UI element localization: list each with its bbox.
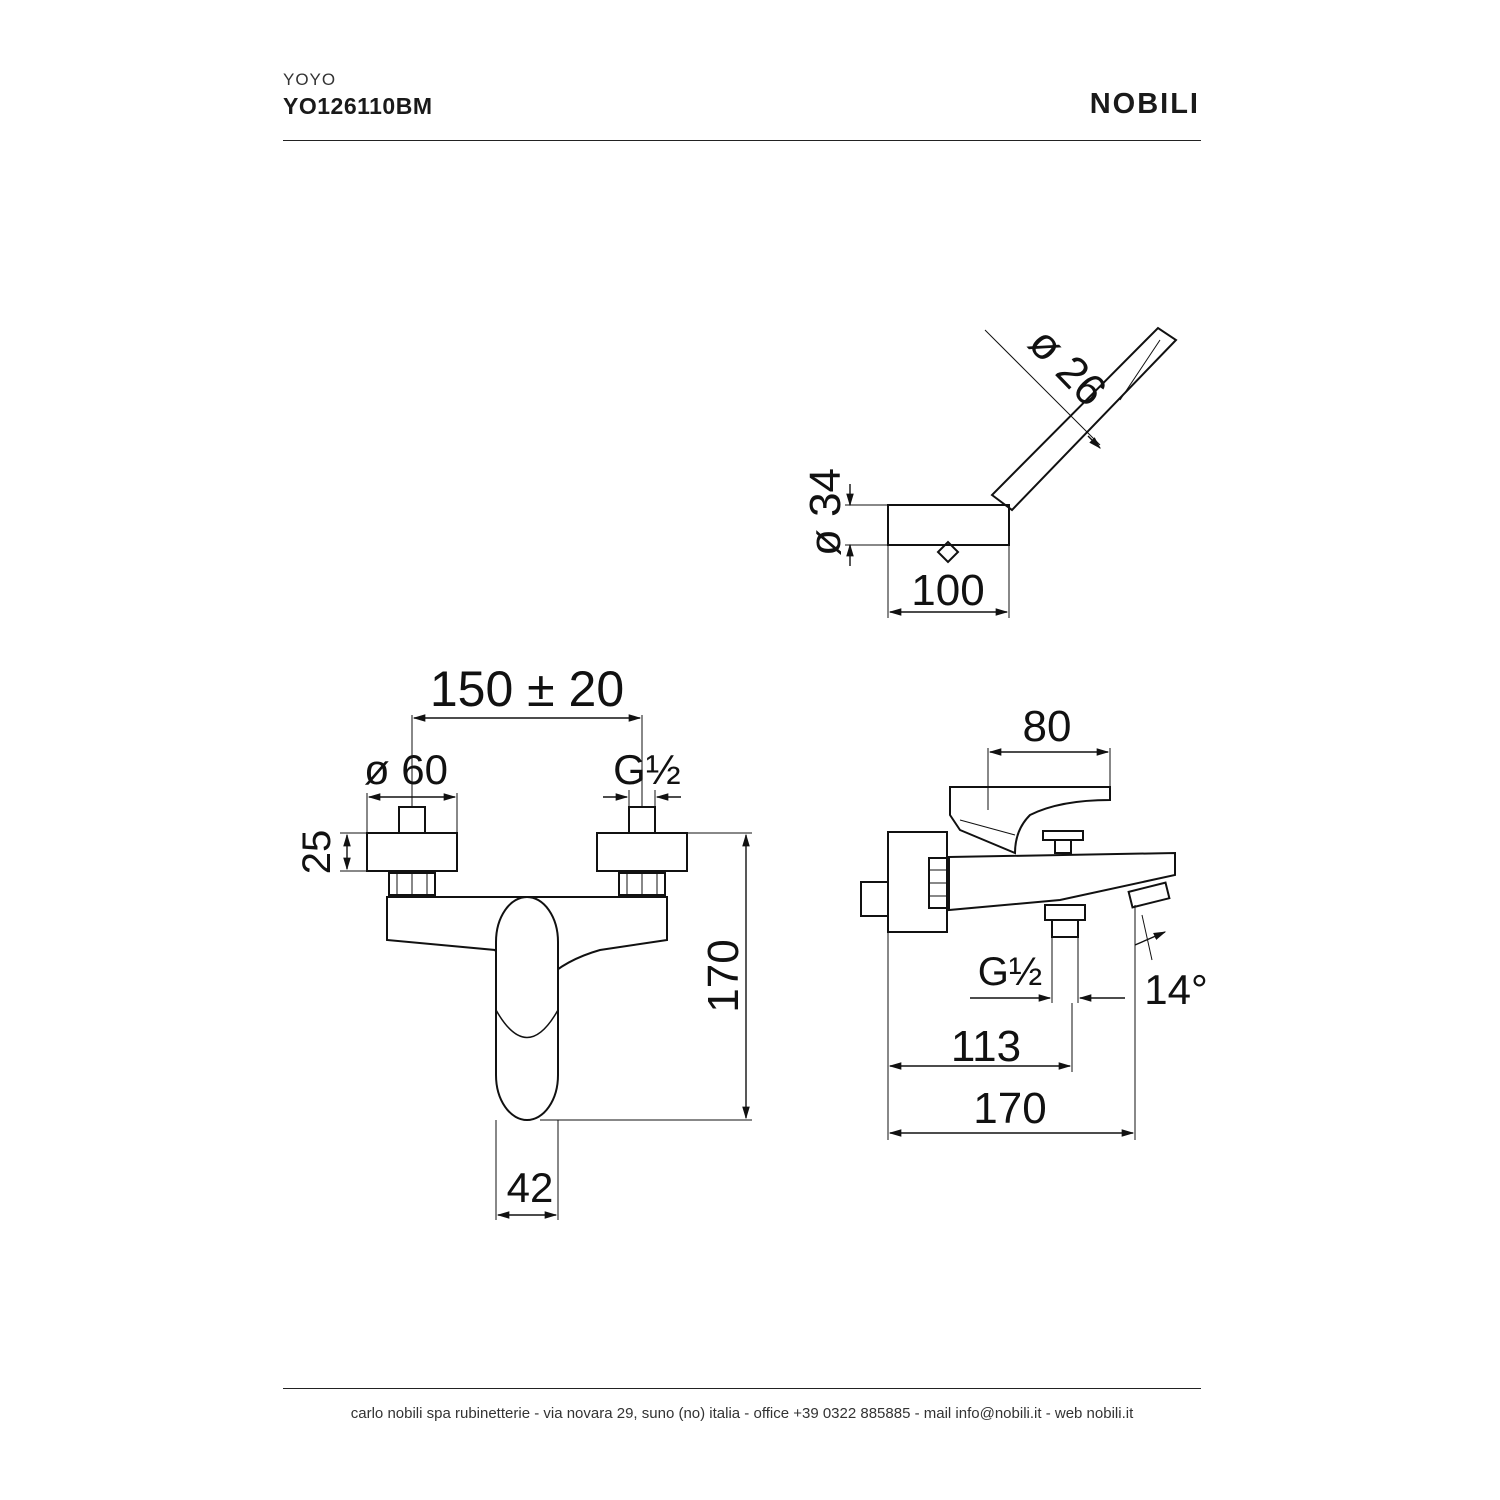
holder-body (887, 504, 1010, 546)
dim-escutcheon-diameter: ø 60 (364, 746, 448, 793)
footer-divider (283, 1388, 1201, 1389)
dim-shower-diameter: ø 26 (1019, 318, 1115, 415)
inlet-left (398, 806, 426, 834)
side-lever (949, 786, 1111, 855)
footer-contact: carlo nobili spa rubinetterie - via nova… (350, 1405, 1134, 1422)
dim-holder-length: 100 (911, 566, 984, 615)
lever-handle (495, 896, 559, 1121)
dim-outlet-distance: 113 (951, 1022, 1021, 1071)
shower-connector (1044, 904, 1086, 921)
series-name: YOYO (283, 70, 337, 89)
dim-centers: 150 ± 20 (430, 661, 624, 717)
wall-inlet (860, 881, 889, 917)
front-view (340, 714, 752, 1220)
diverter-knob (1042, 830, 1084, 841)
dim-side-length: 170 (973, 1084, 1046, 1133)
dim-front-height: 170 (699, 939, 748, 1012)
header-divider (283, 140, 1201, 141)
dim-angle: 14° (1144, 966, 1208, 1013)
dim-handle-width: 42 (507, 1164, 554, 1211)
dim-escutcheon-depth: 25 (295, 830, 339, 875)
product-code: YO126110BM (283, 93, 433, 119)
spout-outlet (1127, 881, 1171, 909)
dim-thread-outlet: G½ (978, 950, 1042, 994)
shower-holder-view (845, 326, 1178, 618)
dim-holder-diameter: ø 34 (801, 468, 850, 556)
dim-side-top: 80 (1023, 702, 1072, 751)
side-view (860, 748, 1176, 1140)
hand-shower (990, 326, 1178, 512)
holder-pin (936, 540, 960, 564)
escutcheon-left (366, 832, 458, 872)
escutcheon-right (596, 832, 688, 872)
brand-logo: NOBILI (1089, 88, 1200, 120)
inlet-right (628, 806, 656, 834)
dim-thread-inlet: G½ (613, 746, 681, 793)
spout-body (948, 851, 1176, 912)
wall-escutcheon (887, 831, 948, 933)
